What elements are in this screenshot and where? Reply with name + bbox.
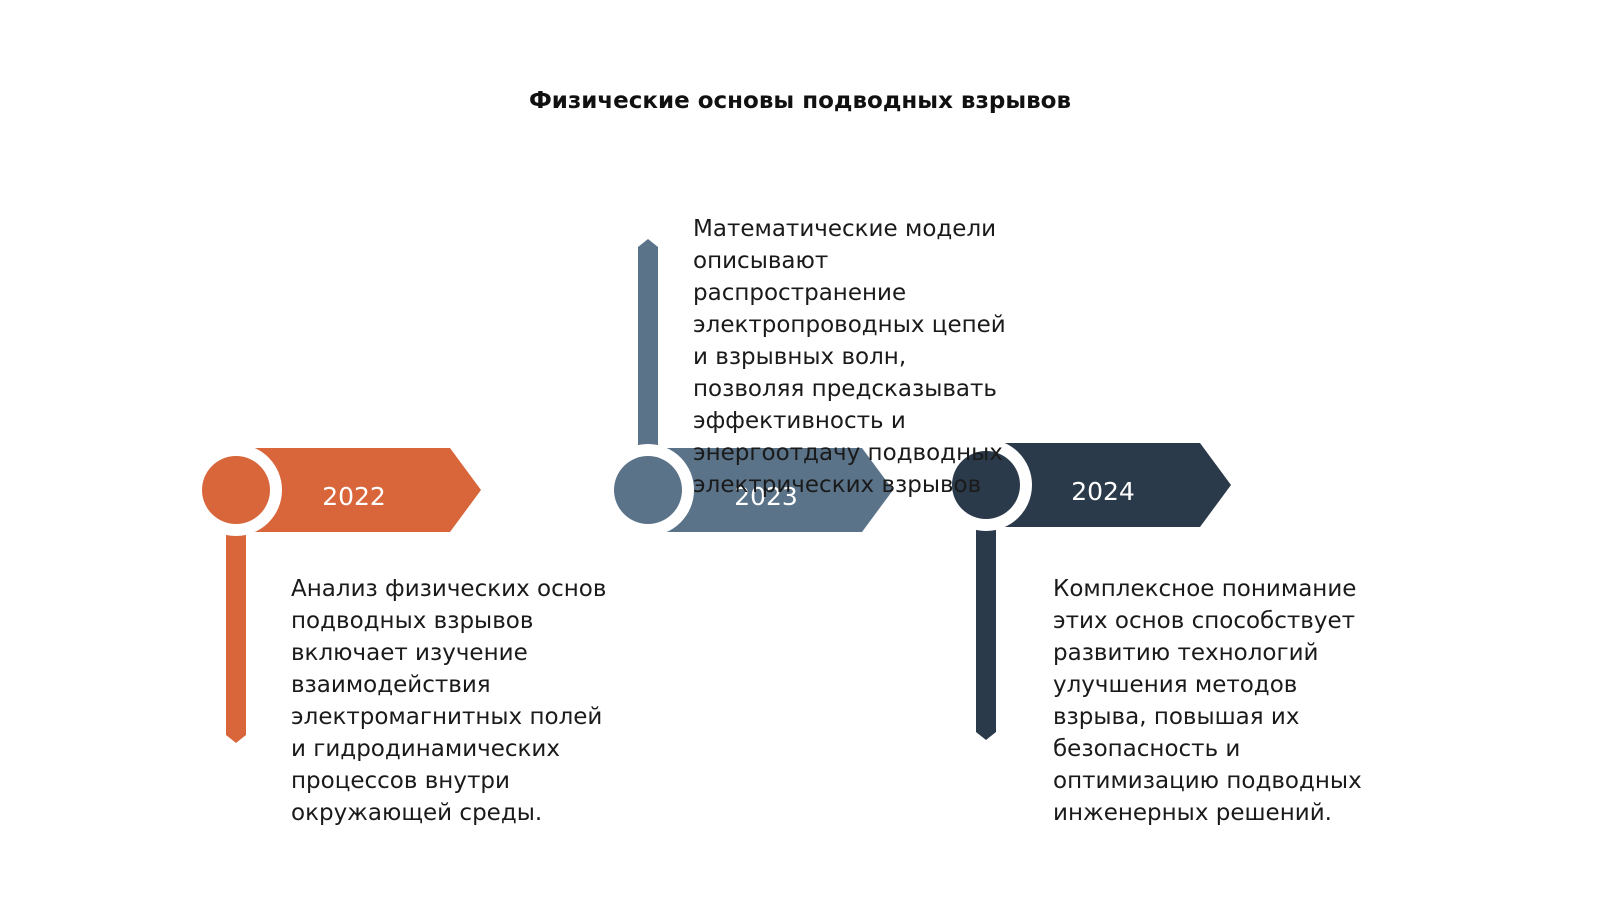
timeline-marker-2024 xyxy=(940,439,1231,740)
description-2022: Анализ физических основ подводных взрыво… xyxy=(291,576,607,826)
dot-2023 xyxy=(614,456,682,524)
dot-2022 xyxy=(202,456,270,524)
stem-2024 xyxy=(976,527,996,740)
stem-2022 xyxy=(226,530,246,743)
year-label-2023: 2023 xyxy=(734,482,798,511)
description-2024: Комплексное понимание этих основ способс… xyxy=(1053,576,1362,826)
description-2023: Математические модели описывают распрост… xyxy=(693,216,1006,498)
timeline-marker-2022 xyxy=(190,444,481,743)
banner-2022 xyxy=(250,448,481,532)
stem-2023 xyxy=(638,239,658,450)
slide-title: Физические основы подводных взрывов xyxy=(528,88,1072,114)
timeline-marker-2023 xyxy=(602,239,893,536)
banner-2023 xyxy=(664,448,893,532)
year-label-2024: 2024 xyxy=(1071,477,1135,506)
year-label-2022: 2022 xyxy=(322,482,386,511)
dot-2024 xyxy=(952,451,1020,519)
banner-2024 xyxy=(1004,443,1231,527)
